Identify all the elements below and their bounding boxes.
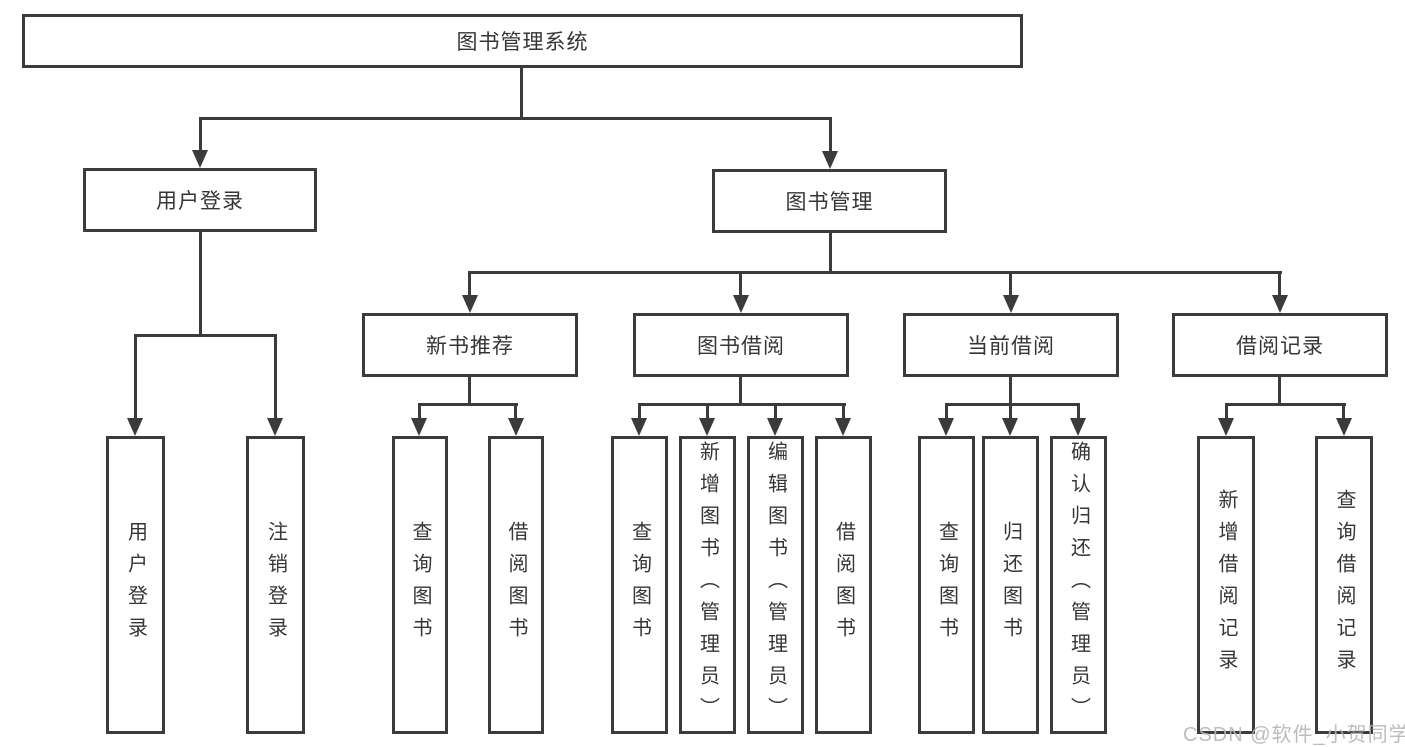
connector-line xyxy=(134,334,277,337)
leaf-borrow-books: 借阅图书 xyxy=(815,436,872,734)
connector-line xyxy=(638,403,641,420)
arrowhead xyxy=(699,418,715,436)
connector-line xyxy=(199,117,832,120)
connector-line xyxy=(1009,377,1012,405)
arrowhead xyxy=(1003,295,1019,313)
connector-line xyxy=(638,403,846,406)
leaf-add-borrow-record: 新增借阅记录 xyxy=(1197,436,1255,734)
connector-line xyxy=(1077,403,1080,420)
arrowhead xyxy=(1336,418,1352,436)
connector-line xyxy=(945,403,1080,406)
connector-line xyxy=(274,334,277,420)
leaf-return-books: 归还图书 xyxy=(982,436,1039,734)
connector-line xyxy=(514,403,517,420)
connector-line xyxy=(1342,403,1345,420)
node-book-management: 图书管理 xyxy=(712,169,947,233)
connector-line xyxy=(774,403,777,420)
arrowhead xyxy=(822,151,838,169)
leaf-query-borrow-record: 查询借阅记录 xyxy=(1315,436,1373,734)
connector-line xyxy=(134,334,137,420)
leaf-confirm-return-admin: 确认归还（管理员） xyxy=(1050,436,1107,734)
node-user-login: 用户登录 xyxy=(83,168,317,232)
node-current-borrowing: 当前借阅 xyxy=(903,313,1119,377)
leaf-edit-books-admin: 编辑图书（管理员） xyxy=(747,436,804,734)
connector-line xyxy=(1278,377,1281,405)
leaf-query-books-borrowing: 查询图书 xyxy=(611,436,668,734)
arrowhead xyxy=(938,418,954,436)
arrowhead xyxy=(462,295,478,313)
leaf-add-books-admin: 新增图书（管理员） xyxy=(679,436,736,734)
connector-line xyxy=(739,271,742,297)
connector-line xyxy=(199,232,202,336)
connector-line xyxy=(829,117,832,153)
connector-line xyxy=(1278,271,1281,297)
node-library-management-system: 图书管理系统 xyxy=(22,14,1023,68)
arrowhead xyxy=(733,295,749,313)
connector-line xyxy=(706,403,709,420)
arrowhead xyxy=(508,418,524,436)
arrowhead xyxy=(1070,418,1086,436)
connector-line xyxy=(468,377,471,405)
leaf-query-books-recommend: 查询图书 xyxy=(392,436,448,734)
arrowhead xyxy=(192,150,208,168)
leaf-user-login: 用户登录 xyxy=(106,436,165,734)
arrowhead xyxy=(835,418,851,436)
connector-line xyxy=(945,403,948,420)
leaf-borrow-books-recommend: 借阅图书 xyxy=(488,436,544,734)
connector-line xyxy=(1009,403,1012,420)
arrowhead xyxy=(267,418,283,436)
connector-line xyxy=(469,271,1282,274)
leaf-logout: 注销登录 xyxy=(246,436,305,734)
csdn-watermark: CSDN @软件_小贺同学 xyxy=(1183,724,1405,746)
arrowhead xyxy=(411,418,427,436)
connector-line xyxy=(739,377,742,405)
arrowhead xyxy=(1218,418,1234,436)
arrowhead xyxy=(767,418,783,436)
connector-line xyxy=(842,403,845,420)
node-new-book-recommendation: 新书推荐 xyxy=(362,313,578,377)
connector-line xyxy=(418,403,421,420)
leaf-query-books-current: 查询图书 xyxy=(918,436,975,734)
connector-line xyxy=(418,403,518,406)
connector-line xyxy=(199,117,202,152)
connector-line xyxy=(829,233,832,273)
connector-line xyxy=(1225,403,1228,420)
connector-line xyxy=(468,271,471,297)
connector-line xyxy=(520,68,523,119)
arrowhead xyxy=(1272,295,1288,313)
arrowhead xyxy=(1002,418,1018,436)
connector-line xyxy=(1009,271,1012,297)
arrowhead xyxy=(127,418,143,436)
node-book-borrowing: 图书借阅 xyxy=(633,313,849,377)
connector-line xyxy=(1225,403,1346,406)
node-borrowing-records: 借阅记录 xyxy=(1172,313,1388,377)
arrowhead xyxy=(631,418,647,436)
